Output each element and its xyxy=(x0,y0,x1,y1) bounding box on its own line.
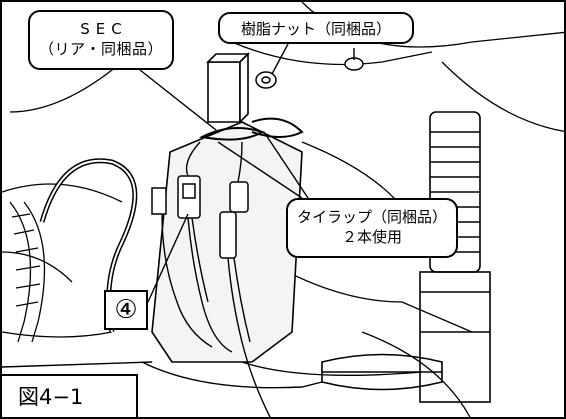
mount-pillar xyxy=(206,52,250,124)
resin-nut xyxy=(255,71,277,89)
tie-wrap-label: タイラップ（同梱品） xyxy=(296,208,447,226)
shock-body xyxy=(419,271,491,403)
wiring xyxy=(161,141,271,417)
figure-label: 図4−1 xyxy=(2,374,138,417)
top-bolt xyxy=(344,48,364,71)
tie-wrap-callout: タイラップ（同梱品） ２本使用 xyxy=(286,198,458,258)
upper-panel-line xyxy=(231,41,433,66)
body-line xyxy=(9,61,123,113)
sec-callout-subtitle: （リア・同梱品） xyxy=(38,40,163,58)
resin-nut-callout: 樹脂ナット（同梱品） xyxy=(218,12,414,44)
tie-wraps xyxy=(198,117,304,141)
coiled-hose xyxy=(9,201,46,343)
tie-wrap-usage: ２本使用 xyxy=(341,228,402,246)
step-number-marker: ④ xyxy=(104,290,148,330)
sec-unit xyxy=(151,175,249,259)
leader-lines xyxy=(139,43,309,303)
resin-nut-label: 樹脂ナット（同梱品） xyxy=(240,20,391,38)
sec-callout-title: SEC xyxy=(80,20,128,38)
panel-edge-line xyxy=(441,61,564,132)
spring-seat xyxy=(321,353,443,391)
sec-callout: SEC （リア・同梱品） xyxy=(28,10,174,70)
